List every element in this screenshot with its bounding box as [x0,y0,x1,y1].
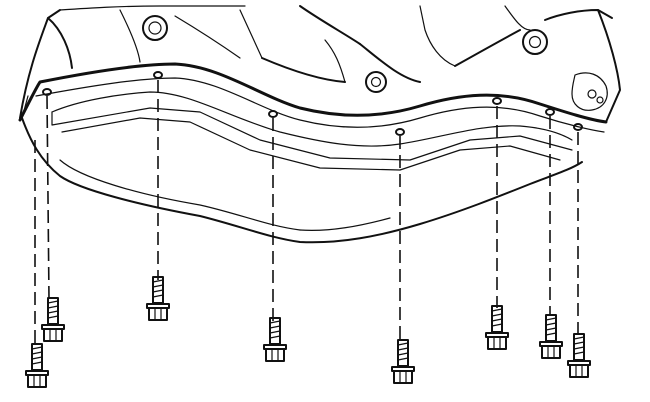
engine-block [19,5,621,123]
bolt-2 [41,297,65,342]
bolts [25,276,591,388]
bolt-1 [25,343,49,388]
bolt-4 [263,317,287,362]
bolt-7 [539,314,563,359]
bolt-hole [573,123,583,131]
bolt-hole [42,88,52,96]
bolt-8 [567,333,591,378]
bolt-hole [492,97,502,105]
bolt-6 [485,305,509,350]
alignment-lines [34,80,579,346]
bolt-3 [146,276,170,321]
oil-pan [19,91,583,244]
bolt-hole [268,110,278,118]
bolt-5 [391,339,415,384]
bolt-hole [545,108,555,116]
bolt-hole [153,71,163,79]
oil-pan-gasket [18,62,608,136]
alignment-line [46,95,50,301]
bolt-hole [395,128,405,136]
